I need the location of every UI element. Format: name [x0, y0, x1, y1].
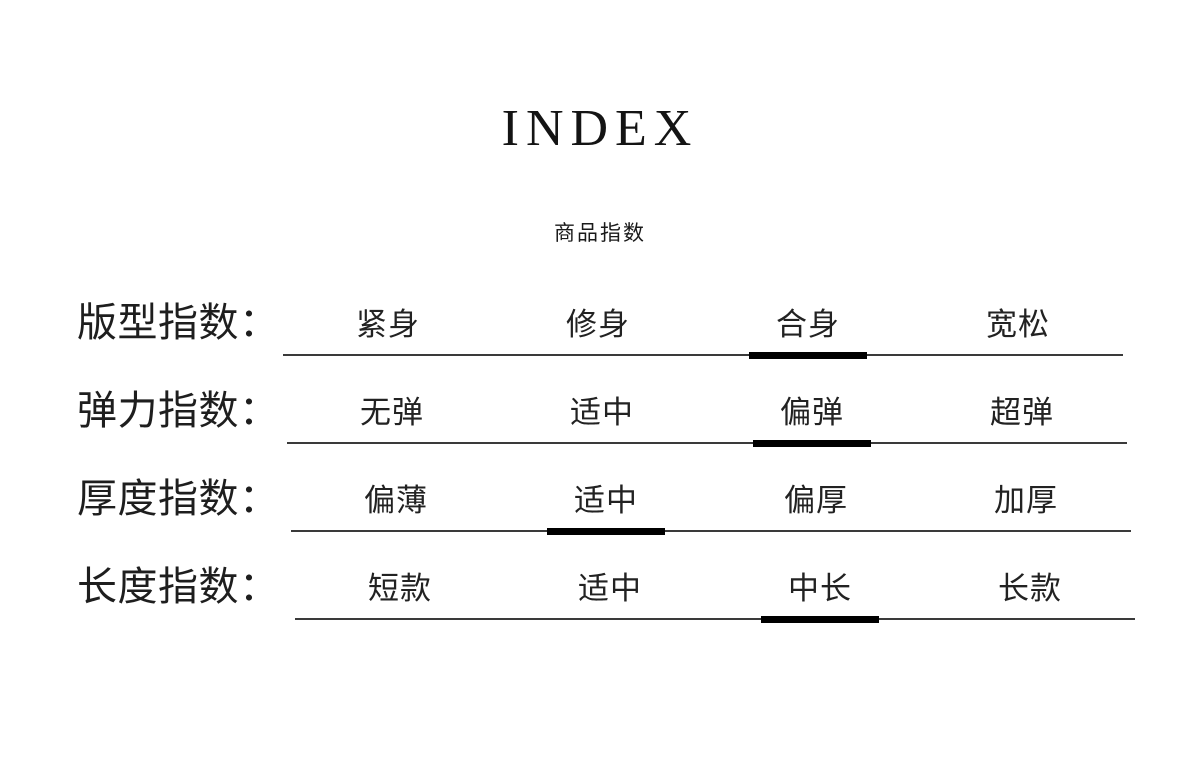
index-option: 中长: [715, 571, 925, 623]
index-options-scale: 无弹 适中 偏弹 超弹: [287, 389, 1127, 447]
index-row-fit: 版型指数： 紧身 修身 合身 宽松: [0, 301, 1200, 359]
index-option: 偏弹: [707, 395, 917, 447]
index-option-label: 适中: [570, 395, 634, 430]
index-options-scale: 紧身 修身 合身 宽松: [283, 301, 1123, 359]
index-option-label: 偏厚: [784, 483, 848, 518]
index-row-label: 厚度指数：: [77, 477, 280, 521]
selected-option-underline: [753, 440, 871, 447]
index-option-label: 修身: [566, 307, 630, 342]
index-option-label: 短款: [368, 571, 432, 606]
selected-option-underline: [547, 528, 665, 535]
index-option: 偏薄: [291, 483, 501, 519]
index-option-label: 偏弹: [780, 395, 844, 430]
selected-option-underline: [749, 352, 867, 359]
index-option: 短款: [295, 571, 505, 607]
index-option-label: 适中: [574, 483, 638, 518]
index-option: 宽松: [913, 307, 1123, 343]
index-row-elasticity: 弹力指数： 无弹 适中 偏弹 超弹: [0, 389, 1200, 447]
index-table: 版型指数： 紧身 修身 合身 宽松 弹力指数： 无弹 适中 偏弹 超弹 厚度指数…: [0, 301, 1200, 623]
index-options-scale: 偏薄 适中 偏厚 加厚: [291, 477, 1131, 535]
index-option: 长款: [925, 571, 1135, 607]
index-option-label: 加厚: [994, 483, 1058, 518]
index-option: 加厚: [921, 483, 1131, 519]
index-option: 超弹: [917, 395, 1127, 431]
index-row-length: 长度指数： 短款 适中 中长 长款: [0, 565, 1200, 623]
index-row-label: 弹力指数：: [77, 389, 280, 433]
index-option-label: 偏薄: [364, 483, 428, 518]
index-option: 紧身: [283, 307, 493, 343]
index-row-thickness: 厚度指数： 偏薄 适中 偏厚 加厚: [0, 477, 1200, 535]
index-option: 无弹: [287, 395, 497, 431]
page-subtitle: 商品指数: [554, 222, 646, 245]
index-option: 适中: [497, 395, 707, 431]
index-row-label: 版型指数：: [77, 301, 280, 345]
index-option: 修身: [493, 307, 703, 343]
index-option-label: 紧身: [356, 307, 420, 342]
selected-option-underline: [761, 616, 879, 623]
index-option-label: 合身: [776, 307, 840, 342]
page-title: INDEX: [501, 100, 699, 157]
index-option: 偏厚: [711, 483, 921, 519]
index-option-label: 适中: [578, 571, 642, 606]
index-option-label: 长款: [998, 571, 1062, 606]
index-row-label: 长度指数：: [77, 565, 280, 609]
index-option-label: 无弹: [360, 395, 424, 430]
index-option: 适中: [501, 483, 711, 535]
index-option-label: 宽松: [986, 307, 1050, 342]
index-option-label: 超弹: [990, 395, 1054, 430]
index-option-label: 中长: [788, 571, 852, 606]
index-option: 适中: [505, 571, 715, 607]
index-option: 合身: [703, 307, 913, 359]
index-options-scale: 短款 适中 中长 长款: [295, 565, 1135, 623]
